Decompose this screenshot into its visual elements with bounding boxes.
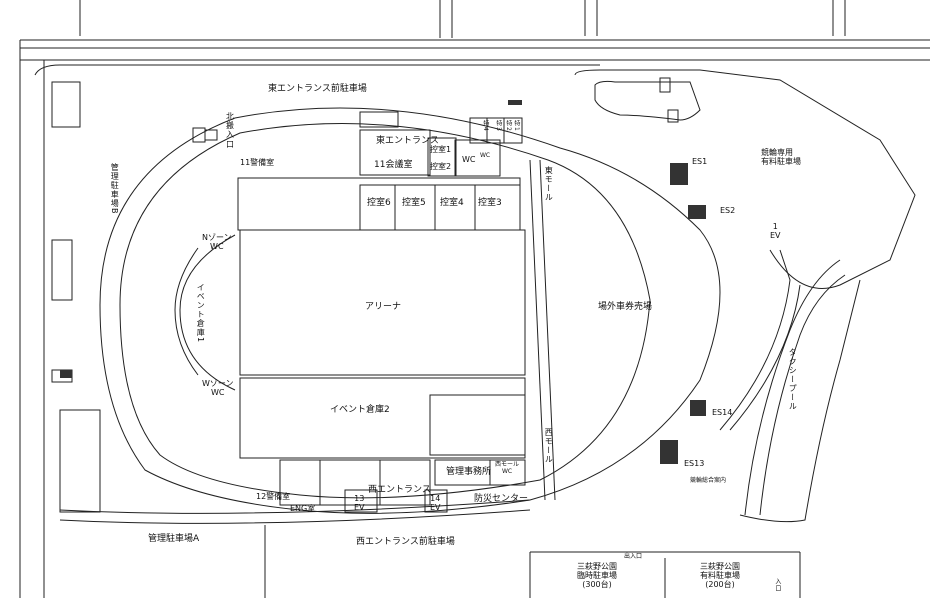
temp-parking-label-line: 臨時駐車場: [577, 571, 617, 581]
temp-parking-label-line: 三萩野公園: [577, 562, 617, 571]
control-room-6-label: 控室6: [367, 198, 391, 208]
es14-label: ES14: [712, 408, 733, 417]
north-gate-label-line: 入: [226, 130, 234, 140]
ev14-label-line: 14: [430, 494, 441, 503]
entrance-small-label: 入口: [773, 578, 781, 592]
keirin-parking-label-line: 競輪専用: [761, 148, 793, 157]
parking-a-label: 管理駐車場A: [148, 534, 200, 544]
guard-room-11-label: 11警備室: [240, 158, 275, 167]
es13-label: ES13: [684, 459, 705, 468]
event-storage-2-label: イベント倉庫2: [330, 405, 390, 415]
west-entrance-parking-label: 西エントランス前駐車場: [356, 537, 455, 547]
east-entrance-label: 東エントランス: [376, 136, 439, 146]
west-mall-wc-label-line: 西モール: [495, 461, 520, 468]
special-room-1-label: 特1: [512, 120, 520, 132]
control-room-2-label: 控室2: [430, 162, 452, 171]
keirin-parking-label-line: 有料駐車場: [761, 157, 801, 167]
taxi-pool-label: タクシープール: [788, 348, 798, 411]
keirin-parking-label: 競輪専用 有料駐車場: [761, 148, 801, 166]
temp-parking-label-line: (300台): [582, 580, 612, 590]
ev1-label: 1 EV: [770, 222, 781, 240]
offsite-ticket-label: 場外車券売場: [598, 302, 653, 312]
ev13-label-line: EV: [354, 503, 365, 513]
special-room-4-label: 特4: [481, 120, 489, 132]
parking-b-label: 管理駐車場B: [110, 163, 120, 215]
w-zone-wc-label-line: Wゾーン: [202, 379, 234, 388]
guard-room-12-label: 12警備室: [256, 492, 291, 501]
special-room-3-label: 特3: [494, 120, 502, 132]
disaster-center-label: 防災センター: [474, 494, 529, 504]
es1-label: ES1: [692, 157, 708, 166]
eng-room-label: ENG室: [290, 504, 316, 513]
control-room-5-label: 控室5: [402, 198, 426, 208]
ev14-label: 14 EV: [430, 494, 441, 512]
meeting-room-11-label: 11会議室: [374, 160, 413, 170]
east-wc-small-label: WC: [480, 152, 491, 159]
control-room-4-label: 控室4: [440, 198, 464, 208]
east-entrance-parking-label: 東エントランス前駐車場: [268, 84, 367, 94]
east-wc-label: WC: [462, 155, 476, 164]
ev14-label-line: EV: [430, 503, 441, 513]
w-zone-wc-label: Wゾーン WC: [202, 379, 234, 397]
north-gate-label: 北 搬 入 口: [226, 112, 234, 149]
n-zone-wc-label-line: Nゾーン: [202, 233, 232, 242]
west-mall-wc-label: 西モール WC: [495, 461, 520, 476]
north-gate-label-line: 口: [226, 139, 234, 149]
west-mall-label: 西モール: [544, 428, 554, 464]
temp-parking-label: 三萩野公園 臨時駐車場 (300台): [577, 562, 617, 590]
paid-parking-label-line: (200台): [705, 580, 735, 590]
w-zone-wc-label-line: WC: [211, 388, 225, 398]
ev1-label-line: 1: [772, 222, 778, 231]
paid-parking-label-line: 三萩野公園: [700, 562, 740, 571]
ev13-label-line: 13: [354, 494, 365, 503]
west-mall-wc-label-line: WC: [501, 467, 513, 475]
control-room-1-label: 控室1: [430, 145, 452, 154]
event-storage-1-label: イベント倉庫1: [196, 283, 206, 344]
north-gate-label-line: 搬: [226, 121, 234, 131]
keirin-info-label: 競輪総合案内: [690, 477, 727, 484]
control-room-3-label: 控室3: [478, 198, 502, 208]
n-zone-wc-label-line: WC: [210, 242, 224, 252]
paid-parking-label: 三萩野公園 有料駐車場 (200台): [700, 562, 740, 590]
es2-label: ES2: [720, 206, 736, 215]
west-entrance-label: 西エントランス: [368, 485, 431, 495]
n-zone-wc-label: Nゾーン WC: [202, 233, 232, 251]
ev13-label: 13 EV: [354, 494, 365, 512]
ev1-label-line: EV: [770, 231, 781, 241]
north-gate-label-line: 北: [226, 112, 234, 121]
paid-parking-label-line: 有料駐車場: [700, 571, 740, 581]
special-room-2-label: 特2: [504, 120, 512, 132]
arena-label: アリーナ: [365, 302, 402, 312]
entrance-exit-label: 出入口: [624, 553, 643, 560]
east-mall-label: 東モール: [544, 166, 554, 202]
office-label: 管理事務所: [446, 467, 492, 477]
